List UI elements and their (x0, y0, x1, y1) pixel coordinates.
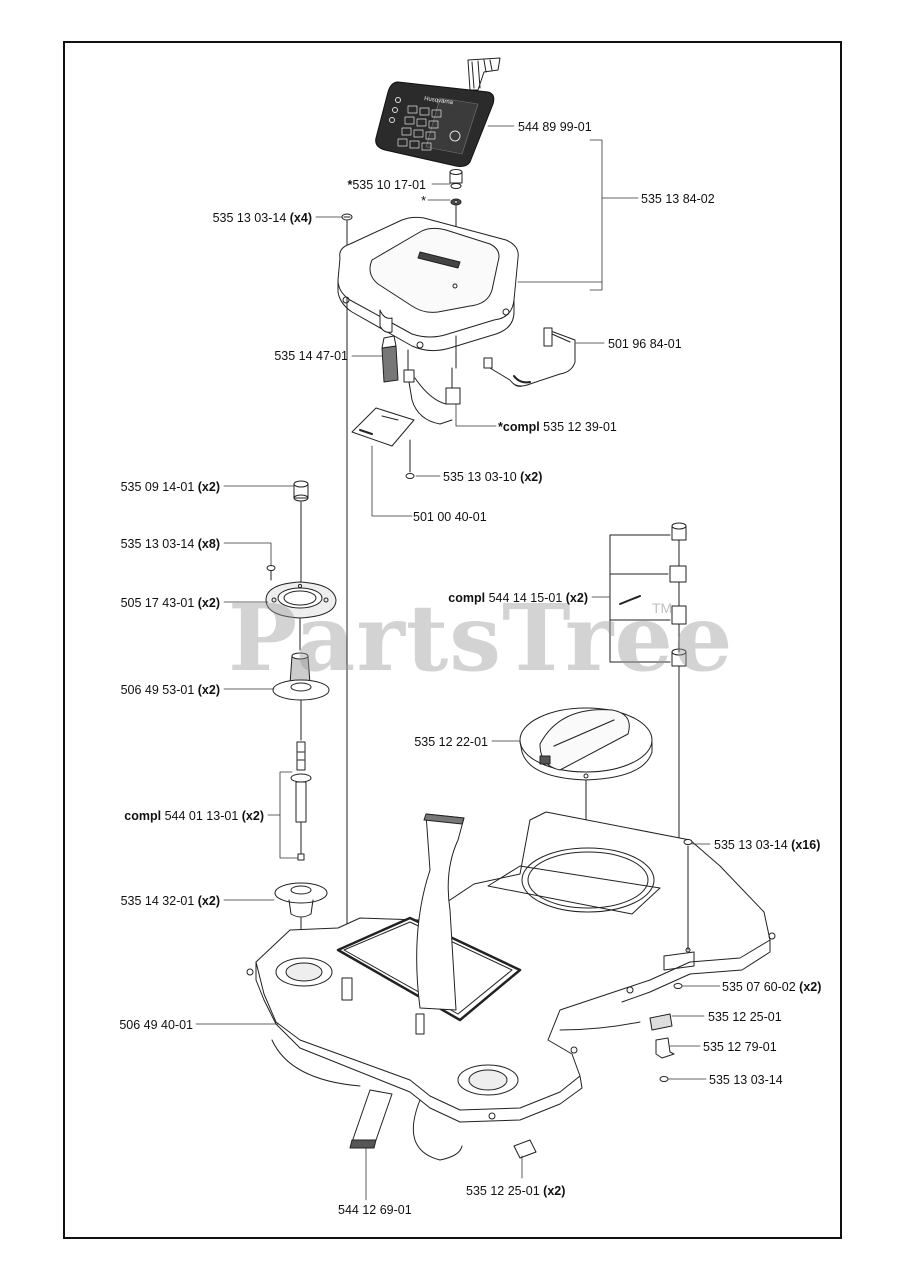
callout-chassis: 506 49 40-01 (119, 1018, 193, 1032)
spacer-part (293, 480, 309, 502)
callout-cable-harness: 501 96 84-01 (608, 337, 682, 351)
callout-prefix: *compl (498, 420, 540, 434)
callout-part-number: 535 09 14-01 (120, 480, 195, 494)
washer-part (450, 198, 462, 206)
callout-part-number: 535 13 03-14 (120, 537, 195, 551)
callout-part-number: * (421, 194, 426, 208)
callout-part-number: 535 07 60-02 (722, 980, 796, 994)
keypad-overlay-part: Husqvarna (375, 57, 501, 167)
circuit-board-part (351, 407, 415, 447)
page-border (63, 41, 842, 1239)
callout-part-number: 535 12 22-01 (414, 735, 488, 749)
callout-connector-block: 535 14 47-01 (274, 349, 348, 363)
cover-body (337, 216, 519, 352)
callout-screw-plate: 535 13 03-14 (x8) (121, 537, 220, 551)
callout-screw-top: 535 13 03-14 (x4) (213, 211, 312, 225)
ribbon-cable-part (349, 813, 465, 1149)
callout-switch-compl: *compl 535 12 39-01 (498, 420, 617, 434)
clip-part (649, 1013, 673, 1031)
callout-part-number: 535 13 84-02 (641, 192, 715, 206)
callout-bearing-plate: 505 17 43-01 (x2) (121, 596, 220, 610)
clip-bottom-part (513, 1139, 537, 1159)
callout-quantity: (x2) (197, 596, 220, 610)
callout-knob: *535 10 17-01 (347, 178, 426, 192)
bearing-plate-part (265, 581, 337, 619)
callout-part-number: 535 13 03-14 (714, 838, 788, 852)
callout-shaft-compl: compl 544 01 13-01 (x2) (124, 809, 264, 823)
watermark-tm: TM (652, 600, 673, 616)
callout-part-number: 535 13 03-14 (709, 1073, 783, 1087)
callout-bushing: 535 14 32-01 (x2) (121, 894, 220, 908)
bracket-part (655, 1037, 675, 1059)
screw-bracket-part (659, 1076, 669, 1082)
callout-quantity: (x2) (543, 1184, 566, 1198)
cable-harness-part (483, 327, 576, 387)
watermark: PartsTree (228, 584, 734, 692)
callout-part-number: 544 12 69-01 (338, 1203, 412, 1217)
callout-part-number: 535 14 47-01 (274, 349, 348, 363)
callout-part-number: 535 12 25-01 (708, 1010, 782, 1024)
bushing-part (274, 882, 328, 918)
callout-quantity: (x8) (197, 537, 220, 551)
callout-quantity: (x2) (520, 470, 543, 484)
callout-part-number: 535 12 79-01 (703, 1040, 777, 1054)
callout-part-number: 535 12 25-01 (466, 1184, 540, 1198)
chassis-part (246, 811, 776, 1123)
screw-top-part (341, 213, 353, 221)
callout-cover-assembly: 535 13 84-02 (641, 192, 715, 206)
callout-quantity: (x2) (197, 480, 220, 494)
callout-bracket: 535 12 79-01 (703, 1040, 777, 1054)
callout-part-number: 535 10 17-01 (352, 178, 426, 192)
callout-part-number: 535 14 32-01 (120, 894, 195, 908)
screw-plate-part (266, 565, 276, 581)
callout-part-number: 535 13 03-14 (212, 211, 287, 225)
callout-keypad-overlay: 544 89 99-01 (518, 120, 592, 134)
callout-ribbon-cable: 544 12 69-01 (338, 1203, 412, 1217)
callout-screw-board: 535 13 03-10 (x2) (443, 470, 542, 484)
callout-part-number: 544 14 15-01 (488, 591, 563, 605)
callout-part-number: 535 13 03-10 (443, 470, 517, 484)
callout-part-number: 544 01 13-01 (164, 809, 239, 823)
callout-quantity: (x2) (241, 809, 264, 823)
callout-quantity: (x16) (791, 838, 821, 852)
callout-prefix: compl (448, 591, 486, 605)
callout-part-number: 506 49 53-01 (120, 683, 195, 697)
callout-part-number: 544 89 99-01 (518, 120, 592, 134)
callout-part-number: 505 17 43-01 (120, 596, 195, 610)
callout-lid-disc: 535 12 22-01 (414, 735, 488, 749)
callout-part-number: 501 96 84-01 (608, 337, 682, 351)
callout-quantity: (x2) (197, 894, 220, 908)
callout-quantity: (x2) (197, 683, 220, 697)
screw-chassis-part (683, 839, 693, 951)
callout-clip-bottom: 535 12 25-01 (x2) (466, 1184, 565, 1198)
callout-pin: 535 07 60-02 (x2) (722, 980, 821, 994)
callout-screw-chassis: 535 13 03-14 (x16) (714, 838, 820, 852)
callout-quantity: (x2) (565, 591, 588, 605)
knob-part (449, 169, 463, 189)
hinge-compl-part (619, 522, 687, 667)
connector-block-part (381, 335, 399, 383)
switch-compl-part (403, 335, 461, 425)
callout-spacer: 535 09 14-01 (x2) (121, 480, 220, 494)
callout-prefix: compl (124, 809, 162, 823)
callout-washer: * (421, 194, 426, 208)
screw-board-part (405, 439, 415, 479)
callout-part-number: 535 12 39-01 (543, 420, 617, 434)
callout-screw-bracket: 535 13 03-14 (709, 1073, 783, 1087)
keypad-logo: Husqvarna (424, 96, 454, 106)
callout-hinge-compl: compl 544 14 15-01 (x2) (448, 591, 588, 605)
callout-quantity: (x4) (289, 211, 312, 225)
callout-part-number: 506 49 40-01 (119, 1018, 193, 1032)
callout-circuit-board: 501 00 40-01 (413, 510, 487, 524)
callout-quantity: (x2) (799, 980, 822, 994)
callout-prefix: * (347, 178, 353, 192)
callout-clip: 535 12 25-01 (708, 1010, 782, 1024)
callout-bellows: 506 49 53-01 (x2) (121, 683, 220, 697)
bellows-part (272, 652, 330, 701)
lid-disc-part (519, 707, 653, 781)
pin-part (673, 983, 683, 989)
callout-part-number: 501 00 40-01 (413, 510, 487, 524)
